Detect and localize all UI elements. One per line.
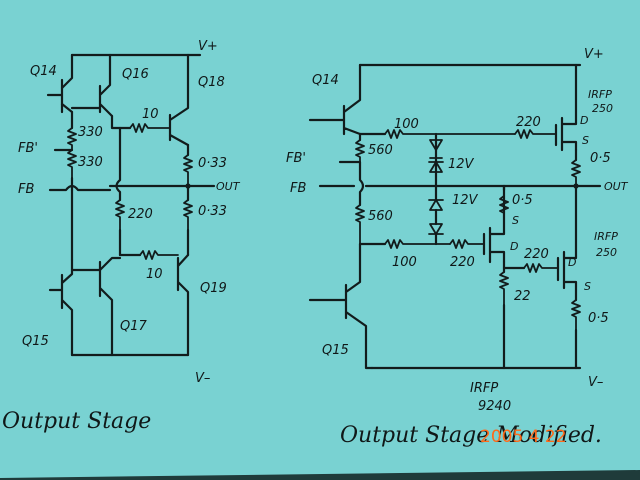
r22-label: 22 — [514, 289, 531, 304]
s-mid-label: S — [512, 214, 519, 227]
right-vminus-label: V– — [588, 375, 603, 390]
r05b-label: 0·5 — [512, 193, 533, 208]
right-q15-label: Q15 — [322, 343, 349, 358]
s-top-label: S — [582, 134, 589, 147]
d-bot-label: D — [568, 256, 576, 269]
r330a-label: 330 — [78, 125, 103, 140]
r033a-label: 0·33 — [198, 156, 227, 171]
r220c-label: 220 — [524, 247, 549, 262]
left-fb-label: FB — [18, 182, 34, 197]
right-q14-label: Q14 — [312, 73, 339, 88]
d-mid-label: D — [510, 240, 518, 253]
date-stamp: 2005 4 22 — [480, 427, 567, 447]
irfp9240-label: IRFP — [470, 381, 498, 396]
r05c-label: 0·5 — [588, 311, 609, 326]
right-out-label: OUT — [604, 180, 629, 193]
r100b-label: 100 — [392, 255, 417, 270]
q17-label: Q17 — [120, 319, 148, 334]
r220-label: 220 — [128, 207, 153, 222]
irfp-bot-label: IRFP — [594, 230, 618, 243]
irfp-top-label: IRFP — [588, 88, 612, 101]
q14-label: Q14 — [30, 64, 57, 79]
output-stage-title: Output Stage — [2, 409, 151, 434]
r10a-label: 10 — [142, 107, 159, 122]
r033b-label: 0·33 — [198, 204, 227, 219]
right-fb-label: FB — [290, 181, 306, 196]
left-fb1-label: FB' — [18, 141, 38, 156]
left-out-label: OUT — [216, 180, 241, 193]
q15-label: Q15 — [22, 334, 49, 349]
right-fb1-label: FB' — [286, 151, 306, 166]
irfp-top-number: 250 — [592, 102, 613, 115]
left-vminus-label: V– — [195, 371, 210, 386]
d-top-label: D — [580, 114, 588, 127]
irfp9240-number: 9240 — [478, 399, 511, 414]
r05a-label: 0·5 — [590, 151, 611, 166]
output-stage-modified-title: Output Stage Modified. — [340, 423, 602, 448]
r560b-label: 560 — [368, 209, 393, 224]
r220b-label: 220 — [450, 255, 475, 270]
output-stage-modified-schematic — [308, 63, 602, 370]
r100a-label: 100 — [394, 117, 419, 132]
q16-label: Q16 — [122, 67, 149, 82]
r10b-label: 10 — [146, 267, 163, 282]
s-bot-label: S — [584, 280, 591, 293]
zener-12v-b-label: 12V — [452, 193, 479, 208]
r330b-label: 330 — [78, 155, 103, 170]
r560a-label: 560 — [368, 143, 393, 158]
q18-label: Q18 — [198, 75, 225, 90]
right-vplus-label: V+ — [584, 47, 604, 62]
q19-label: Q19 — [200, 281, 227, 296]
left-vplus-label: V+ — [198, 39, 218, 54]
r220a-label: 220 — [516, 115, 541, 130]
zener-12v-a-label: 12V — [448, 157, 475, 172]
irfp-bot-number: 250 — [596, 246, 617, 259]
output-stage-schematic — [46, 53, 216, 357]
